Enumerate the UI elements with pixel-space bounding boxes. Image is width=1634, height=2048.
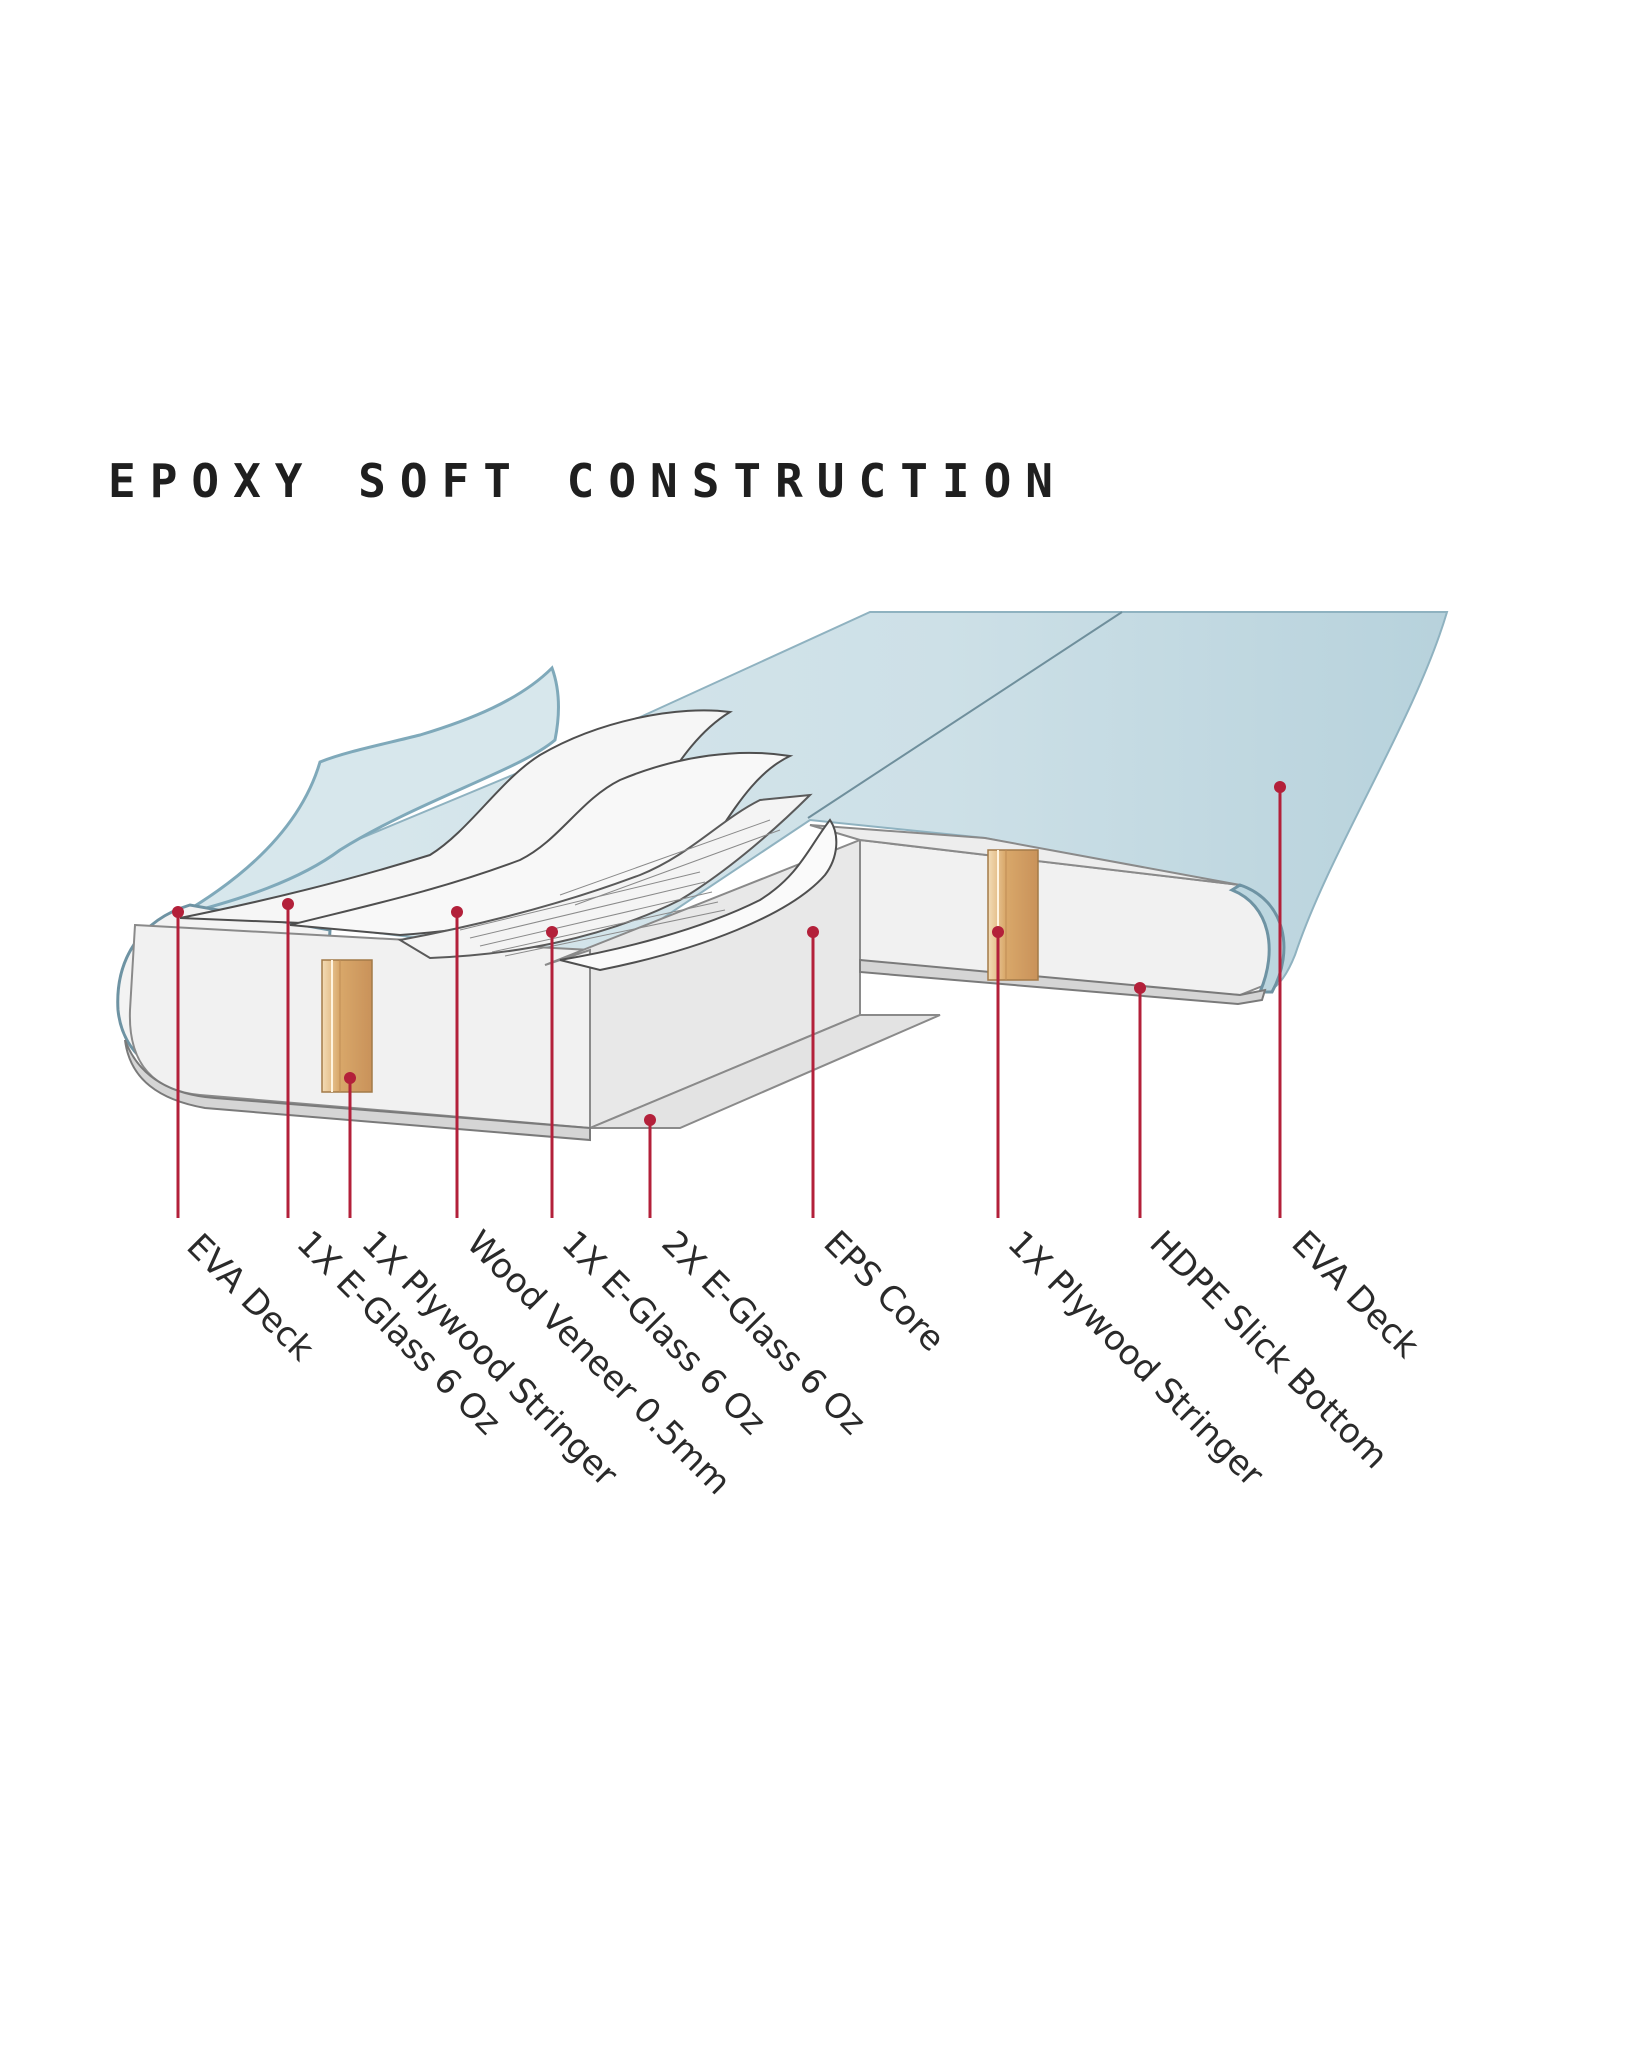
plywood-stringer-left-shape <box>321 959 373 1093</box>
board-illustration <box>116 611 1449 1142</box>
leader-dot-eps-core <box>807 926 819 938</box>
leader-dot-plywood-stringer-right <box>992 926 1004 938</box>
leader-dot-eva-deck-left <box>172 906 184 918</box>
leader-dot-plywood-stringer-left <box>344 1072 356 1084</box>
leader-dot-e-glass-2x <box>644 1114 656 1126</box>
label-eps-core: EPS Core <box>816 1223 953 1360</box>
leader-lines <box>172 781 1286 1218</box>
plywood-stringer-right-shape <box>987 849 1039 981</box>
diagram-title: EPOXY SOFT CONSTRUCTION <box>108 454 1067 508</box>
e-glass-sheet-top <box>559 818 838 972</box>
leader-dot-e-glass-1x-left <box>282 898 294 910</box>
leader-dot-hdpe-slick-bottom <box>1134 982 1146 994</box>
hdpe-bottom-left <box>124 1039 591 1142</box>
hdpe-bottom-right <box>859 958 1267 1006</box>
wood-veneer-hatching <box>459 819 781 957</box>
label-plywood-stringer-right: 1X Plywood Stringer <box>1000 1223 1272 1495</box>
leader-dot-e-glass-1x-center <box>546 926 558 938</box>
deck-center-line <box>807 611 1123 819</box>
leader-dot-eva-deck-right <box>1274 781 1286 793</box>
label-eva-deck-right: EVA Deck <box>1284 1223 1427 1366</box>
wood-veneer-sheet <box>397 793 813 960</box>
leader-dot-wood-veneer <box>451 906 463 918</box>
right-rail <box>1228 883 1286 994</box>
label-hdpe-slick-bottom: HDPE Slick Bottom <box>1142 1223 1396 1477</box>
